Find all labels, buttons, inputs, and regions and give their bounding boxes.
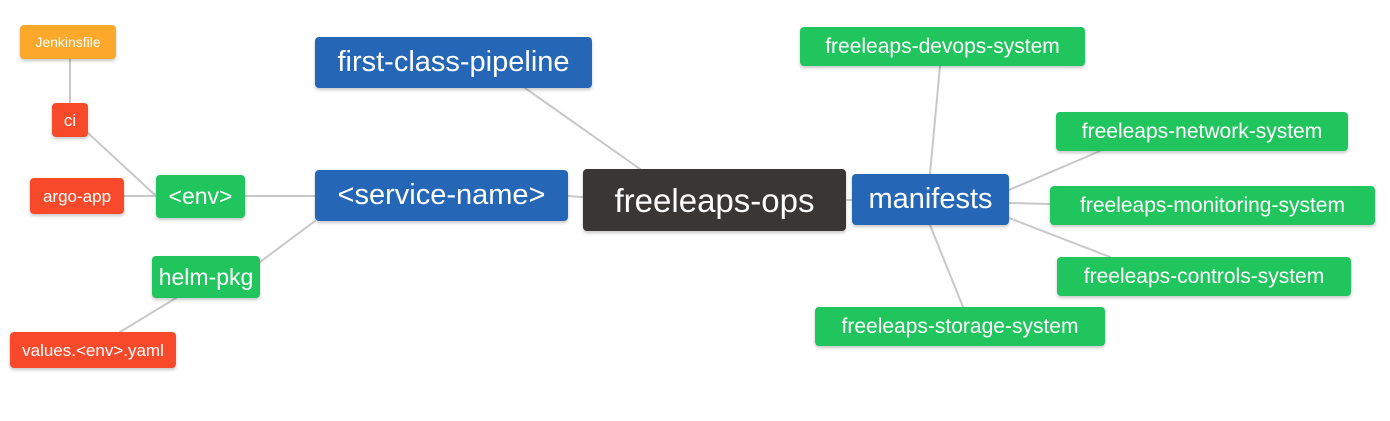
- node-freeleaps-devops-system[interactable]: freeleaps-devops-system: [800, 27, 1085, 66]
- node-ci[interactable]: ci: [52, 103, 88, 137]
- node-jenkinsfile[interactable]: Jenkinsfile: [20, 25, 116, 59]
- node-env[interactable]: <env>: [156, 175, 245, 218]
- node-label: <service-name>: [337, 179, 546, 211]
- node-label: <env>: [168, 183, 233, 209]
- node-label: argo-app: [42, 186, 112, 206]
- node-values-yaml[interactable]: values.<env>.yaml: [10, 332, 176, 368]
- node-manifests[interactable]: manifests: [852, 174, 1009, 225]
- node-label: values.<env>.yaml: [22, 340, 164, 360]
- node-label: freeleaps-monitoring-system: [1080, 194, 1345, 217]
- node-label: freeleaps-storage-system: [841, 315, 1079, 338]
- edge-manifests-to-freeleaps-devops-system: [929, 65, 941, 175]
- node-freeleaps-monitoring-system[interactable]: freeleaps-monitoring-system: [1050, 186, 1375, 225]
- node-argo-app[interactable]: argo-app: [30, 178, 124, 214]
- edge-helm-pkg-to-values-yaml: [119, 297, 177, 333]
- node-label: manifests: [868, 183, 993, 215]
- node-label: Jenkinsfile: [35, 34, 101, 50]
- node-service-name[interactable]: <service-name>: [315, 170, 568, 221]
- node-first-class-pipeline[interactable]: first-class-pipeline: [315, 37, 592, 88]
- node-label: first-class-pipeline: [337, 46, 570, 78]
- edge-service-name-to-freeleaps-ops: [567, 195, 584, 198]
- node-label: helm-pkg: [158, 263, 254, 290]
- node-freeleaps-storage-system[interactable]: freeleaps-storage-system: [815, 307, 1105, 346]
- node-label: freeleaps-ops: [614, 181, 815, 219]
- node-label: ci: [63, 110, 77, 130]
- node-label: freeleaps-devops-system: [825, 35, 1060, 58]
- edge-service-name-to-helm-pkg: [259, 220, 316, 263]
- edge-first-class-pipeline-to-freeleaps-ops: [524, 87, 641, 170]
- edge-manifests-to-freeleaps-storage-system: [929, 224, 964, 308]
- node-helm-pkg[interactable]: helm-pkg: [152, 256, 260, 298]
- node-freeleaps-network-system[interactable]: freeleaps-network-system: [1056, 112, 1348, 151]
- edge-manifests-to-freeleaps-network-system: [1008, 150, 1101, 191]
- edge-manifests-to-freeleaps-monitoring-system: [1008, 202, 1051, 205]
- node-label: freeleaps-network-system: [1081, 120, 1323, 143]
- node-freeleaps-controls-system[interactable]: freeleaps-controls-system: [1057, 257, 1351, 296]
- node-label: freeleaps-controls-system: [1083, 265, 1325, 288]
- node-freeleaps-ops[interactable]: freeleaps-ops: [583, 169, 846, 231]
